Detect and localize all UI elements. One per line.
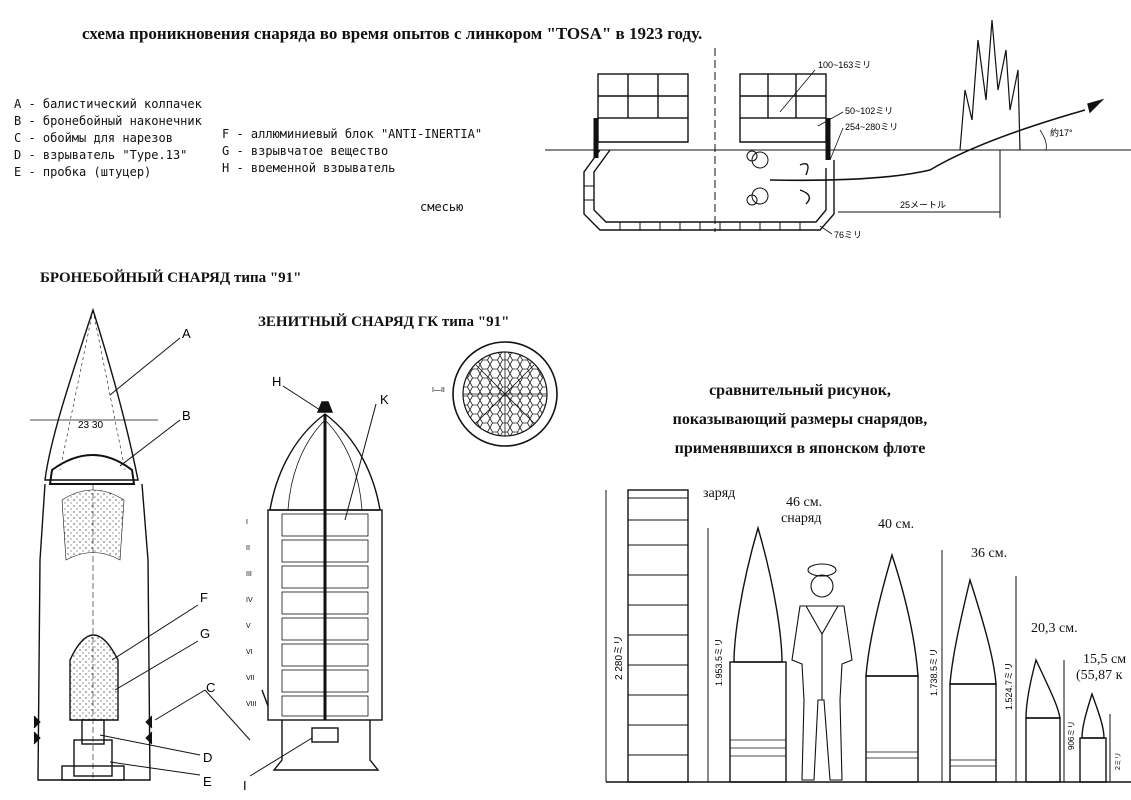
- water-splash: [959, 19, 1021, 151]
- legend-item-f: F - аллюминиевый блок "ANTI-INERTIA": [222, 127, 483, 141]
- label-charge: заряд: [703, 486, 736, 501]
- ap-dim: 23 30: [78, 420, 103, 431]
- comparison-title-line-3: применявшихся в японском флоте: [674, 440, 926, 457]
- legend-item-d: D - взрыватель "Type.13": [14, 148, 188, 162]
- shell-trajectory: [769, 109, 1086, 182]
- aa-roman-8: VIII: [246, 701, 257, 708]
- tosa-angle: 約17°: [1050, 127, 1073, 138]
- dim-155cm: 2ミリ: [1115, 752, 1122, 770]
- tosa-dim-belt2: 254~280ミリ: [845, 122, 898, 132]
- aa-section-label: I—II: [432, 387, 445, 394]
- comparison-title: сравнительный рисунок, показывающий разм…: [640, 376, 960, 463]
- aa-roman-3: III: [246, 571, 252, 578]
- ap-explosive: [69, 634, 119, 721]
- ap-ballistic-cap: [44, 307, 139, 481]
- shell-15cm: [1081, 691, 1105, 739]
- label-155cm-sub: (55,87 к: [1076, 668, 1123, 683]
- aa-roman-6: VI: [246, 649, 253, 656]
- legend-item-b: B - бронебойный наконечник: [14, 114, 202, 128]
- ap-label-g: G: [200, 626, 210, 641]
- aa-nose-fuze: [316, 401, 334, 413]
- comparison-title-line-2: показывающий размеры снарядов,: [672, 411, 928, 428]
- legend-item-c: C - обоймы для нарезов: [14, 131, 173, 145]
- dim-203cm: 906ミリ: [1067, 721, 1076, 750]
- tosa-dim-bottom: 76ミリ: [834, 230, 862, 240]
- charge-column: [627, 489, 689, 783]
- legend-item-g: G - взрывчатое вещество: [222, 144, 389, 158]
- ap-label-f: F: [200, 590, 208, 605]
- shell-40cm: [865, 552, 919, 677]
- dim-charge: 2 280ミリ: [614, 635, 625, 680]
- shell-36cm: [949, 577, 997, 685]
- ap-label-d: D: [203, 750, 212, 765]
- dim-40cm: 1.738.5ミリ: [929, 648, 939, 696]
- comparison-drawing: [605, 489, 1131, 783]
- ap-shell-title: БРОНЕБОЙНЫЙ СНАРЯД типа "91": [40, 270, 302, 286]
- main-title: схема проникновения снаряда во время опы…: [82, 24, 703, 43]
- shell-46cm: [733, 525, 783, 663]
- label-46cm-sub: снаряд: [781, 511, 822, 526]
- shell-20cm: [1025, 657, 1061, 719]
- sailor-figure: [791, 563, 853, 781]
- tosa-distance: 25メートル: [900, 200, 946, 210]
- tosa-scheme: [545, 19, 1131, 235]
- tosa-dim-belt: 50~102ミリ: [845, 106, 893, 116]
- ap-armor-cap: [48, 454, 136, 485]
- aa-shell-title: ЗЕНИТНЫЙ СНАРЯД ГК типа "91": [258, 314, 510, 330]
- aa-roman-2: II: [246, 545, 250, 552]
- aa-roman-7: VII: [246, 675, 255, 682]
- legend-right-tail: смесью: [420, 200, 464, 214]
- ap-label-e: E: [203, 774, 212, 789]
- aa-roman-numerals: I II III IV V VI VII VIII: [246, 519, 257, 708]
- aa-roman-5: V: [246, 623, 251, 630]
- legend-item-e: E - пробка (штуцер): [14, 165, 152, 179]
- ap-label-b: B: [182, 408, 191, 423]
- ap-label-c: C: [206, 680, 215, 695]
- dim-36cm: 1.524.7ミリ: [1004, 662, 1014, 710]
- comparison-title-line-1: сравнительный рисунок,: [709, 382, 891, 399]
- ap-label-a: A: [182, 326, 191, 341]
- legend-left: A - балистический колпачек B - бронебойн…: [14, 96, 202, 181]
- aa-label-k: K: [380, 392, 389, 407]
- legend-item-a: A - балистический колпачек: [14, 97, 202, 111]
- label-46cm: 46 см.: [786, 495, 823, 510]
- ap-shell-drawing: [30, 307, 251, 781]
- label-203cm: 20,3 см.: [1031, 621, 1078, 636]
- aa-roman-1: I: [246, 519, 248, 526]
- legend-right: F - аллюминиевый блок "ANTI-INERTIA" G -…: [222, 126, 482, 172]
- aa-label-h: H: [272, 374, 281, 389]
- label-155cm: 15,5 см: [1083, 652, 1127, 667]
- label-40cm: 40 см.: [878, 517, 915, 532]
- aa-roman-4: IV: [246, 597, 253, 604]
- label-36cm: 36 см.: [971, 546, 1008, 561]
- tosa-hull: [583, 149, 835, 231]
- tosa-dim-upper: 100~163ミリ: [818, 60, 871, 70]
- aa-cross-section: [452, 341, 558, 447]
- aa-label-i: I: [243, 778, 247, 793]
- legend-item-h: H - временной взрыватель: [222, 161, 396, 172]
- dim-46cm: 1.953.5ミリ: [714, 638, 724, 686]
- aa-shell-drawing: [249, 341, 558, 777]
